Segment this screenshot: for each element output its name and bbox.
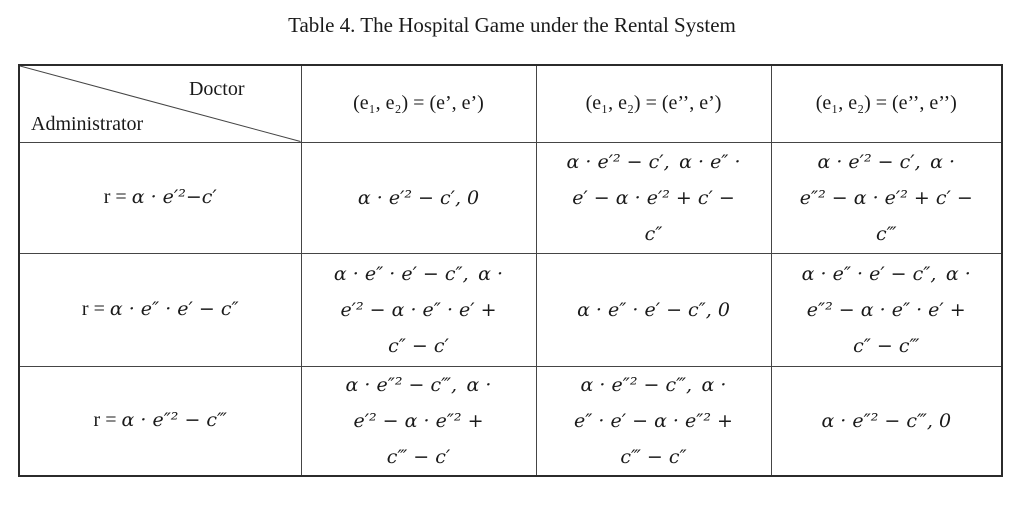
payoff-cell: α · e″ · e′ − c″, 0 <box>535 252 772 367</box>
diagonal-divider-line <box>20 66 300 141</box>
row-header: r = α · e′²−c′ <box>18 141 302 254</box>
corner-cell: Doctor Administrator <box>18 64 302 143</box>
payoff-cell: α · e″ · e′ − c″, α · e′² − α · e″ · e′ … <box>300 252 537 367</box>
payoff-cell: α · e″ · e′ − c″, α · e″² − α · e″ · e′ … <box>770 252 1003 367</box>
page: Table 4. The Hospital Game under the Ren… <box>0 13 1024 477</box>
column-header-e-prime-e-prime: (e₁, e₂) = (e’, e’) <box>300 64 537 143</box>
row-header-prefix: r = <box>93 409 122 432</box>
hospital-game-table: Doctor Administrator (e₁, e₂) = (e’, e’)… <box>18 64 1003 477</box>
column-header-e-dprime-e-prime: (e₁, e₂) = (e’’, e’) <box>535 64 772 143</box>
column-header-e-dprime-e-dprime: (e₁, e₂) = (e’’, e’’) <box>770 64 1003 143</box>
corner-label-doctor: Doctor <box>188 78 245 100</box>
row-header-prefix: r = <box>81 298 110 320</box>
payoff-cell: α · e″² − c‴, α · e′² − α · e″² + c‴ − c… <box>300 365 537 477</box>
payoff-cell: α · e′² − c′, 0 <box>300 141 537 254</box>
payoff-cell: α · e″² − c‴, α · e″ · e′ − α · e″² + c‴… <box>535 365 772 477</box>
table-row: r = α · e′²−c′ α · e′² − c′, 0 α · e′² −… <box>18 141 1003 254</box>
row-header-formula: α · e″ · e′ − c″ <box>109 298 239 320</box>
table-caption: Table 4. The Hospital Game under the Ren… <box>288 13 736 37</box>
table-row: r = α · e″² − c‴ α · e″² − c‴, α · e′² −… <box>18 365 1003 477</box>
payoff-cell: α · e′² − c′, α · e″ · e′ − α · e′² + c′… <box>535 141 772 254</box>
payoff-cell: α · e″² − c‴, 0 <box>770 365 1003 477</box>
payoff-cell: α · e′² − c′, α · e″² − α · e′² + c′ − c… <box>770 141 1003 254</box>
row-header-formula: α · e′²−c′ <box>131 186 217 208</box>
row-header-prefix: r = <box>103 186 132 208</box>
table-row: r = α · e″ · e′ − c″ α · e″ · e′ − c″, α… <box>18 252 1003 367</box>
row-header-formula: α · e″² − c‴ <box>121 409 227 432</box>
row-header: r = α · e″ · e′ − c″ <box>18 252 302 367</box>
header-row: Doctor Administrator (e₁, e₂) = (e’, e’)… <box>18 64 1003 143</box>
corner-label-administrator: Administrator <box>31 112 144 135</box>
row-header: r = α · e″² − c‴ <box>18 365 302 477</box>
